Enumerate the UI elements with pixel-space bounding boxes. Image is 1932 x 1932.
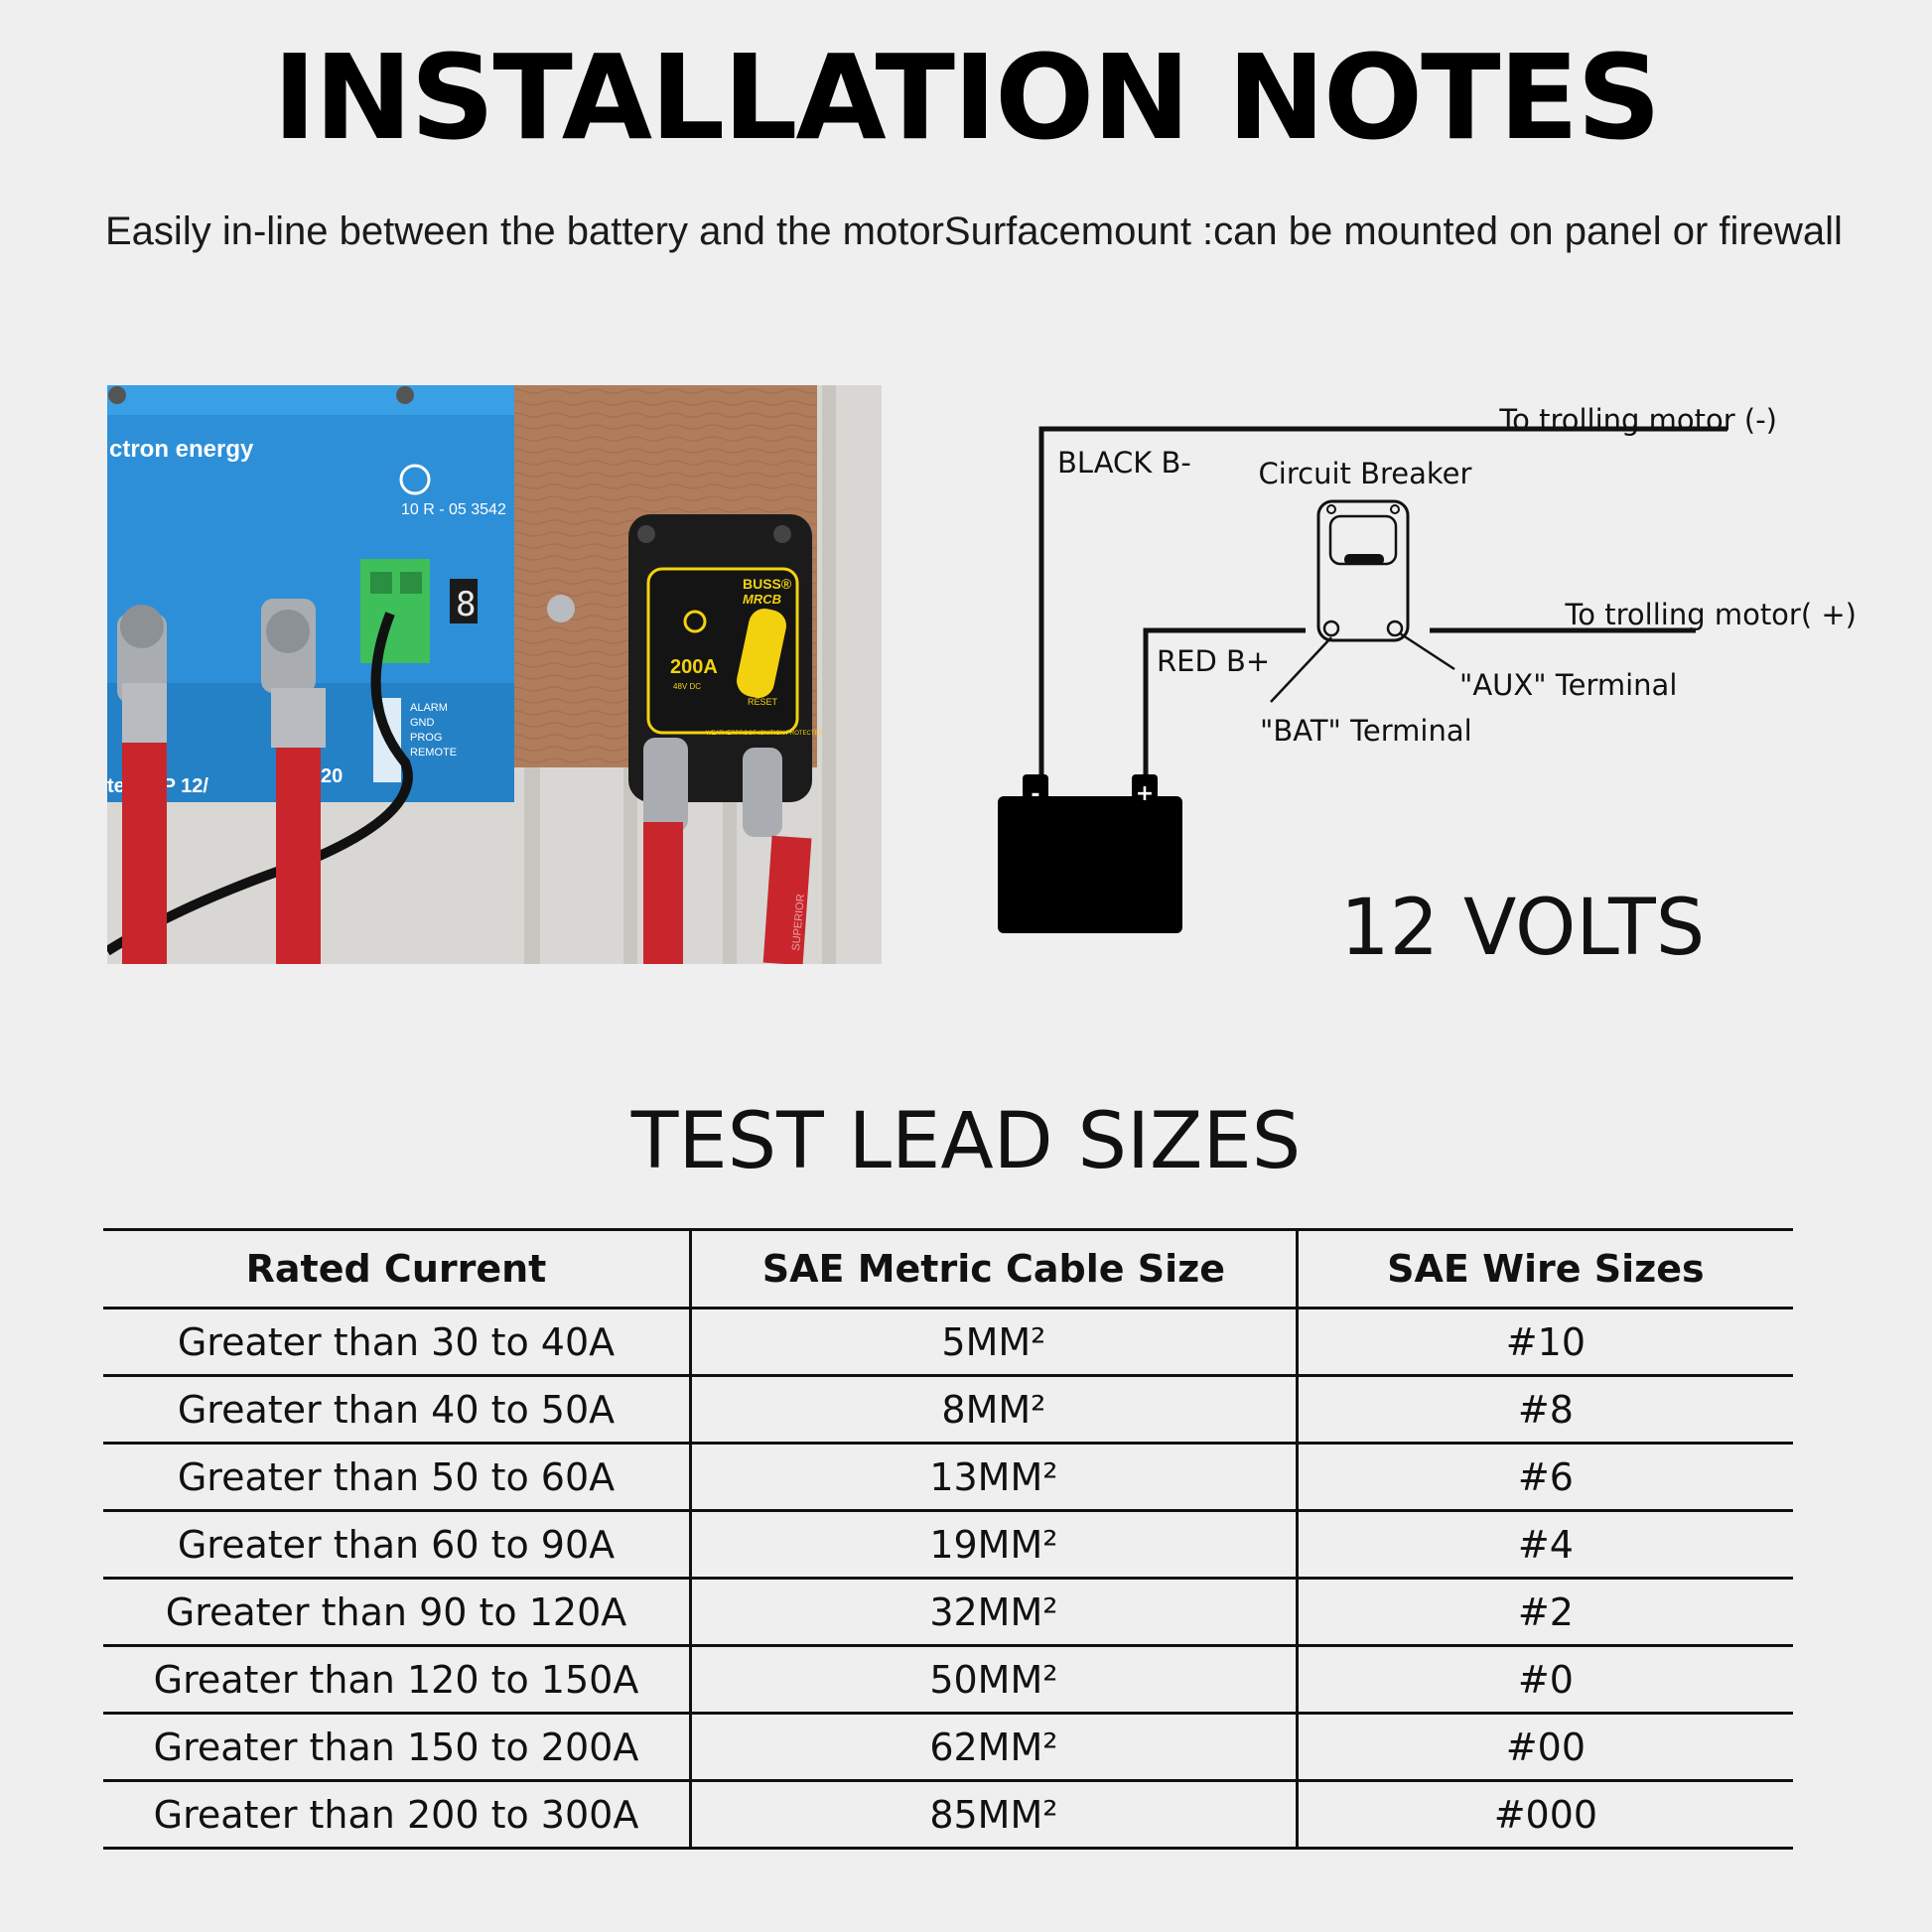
table-row: Greater than 120 to 150A 50MM² #0 <box>103 1644 1793 1715</box>
installation-photo: ctron energy 10 R - 05 3542 ALARM GND PR… <box>107 385 882 964</box>
table-row: Greater than 150 to 200A 62MM² #00 <box>103 1712 1793 1782</box>
header-metric-cable-size: SAE Metric Cable Size <box>689 1228 1298 1310</box>
breaker-note-text: WEATHERPROOF IGNITION PROTECTED <box>706 731 824 737</box>
cable-print-text: SUPERIOR <box>790 894 807 951</box>
e-mark-icon <box>399 464 431 495</box>
aux-terminal-label: "AUX" Terminal <box>1459 668 1677 702</box>
test-lead-sizes-table: Rated Current SAE Metric Cable Size SAE … <box>103 1228 1793 1850</box>
breaker-voltage: 48V DC <box>673 682 701 691</box>
breaker-reset-text: RESET <box>748 697 778 707</box>
rated-current-cell: Greater than 120 to 150A <box>103 1644 691 1715</box>
page-subtitle: Easily in-line between the battery and t… <box>105 209 1843 253</box>
wiring-diagram: To trolling motor (-) BLACK B- Circuit B… <box>998 403 1858 933</box>
rated-current-cell: Greater than 150 to 200A <box>103 1712 691 1782</box>
metric-cable-size-cell: 13MM² <box>689 1442 1298 1512</box>
metric-cable-size-cell: 32MM² <box>689 1577 1298 1647</box>
metric-cable-size-cell: 50MM² <box>689 1644 1298 1715</box>
wire-size-cell: #6 <box>1295 1442 1793 1512</box>
device-display-digit: 8 <box>456 585 476 624</box>
header-wire-sizes: SAE Wire Sizes <box>1295 1228 1793 1310</box>
wire-size-cell: #8 <box>1295 1374 1793 1445</box>
rated-current-cell: Greater than 40 to 50A <box>103 1374 691 1445</box>
metric-cable-size-cell: 85MM² <box>689 1779 1298 1850</box>
table-row: Greater than 50 to 60A 13MM² #6 <box>103 1442 1793 1512</box>
wire-size-cell: #00 <box>1295 1712 1793 1782</box>
battery-icon: - + <box>998 774 1182 933</box>
test-lead-sizes-title: TEST LEAD SIZES <box>630 1097 1302 1186</box>
rated-current-cell: Greater than 50 to 60A <box>103 1442 691 1512</box>
table-header-row: Rated Current SAE Metric Cable Size SAE … <box>103 1228 1793 1310</box>
rated-current-cell: Greater than 90 to 120A <box>103 1577 691 1647</box>
breaker-rating: 200A <box>670 656 718 678</box>
rated-current-cell: Greater than 30 to 40A <box>103 1307 691 1377</box>
black-wire <box>1038 426 1727 779</box>
red-wire-label: RED B+ <box>1157 644 1270 678</box>
rated-current-cell: Greater than 200 to 300A <box>103 1779 691 1850</box>
metric-cable-size-cell: 62MM² <box>689 1712 1298 1782</box>
voltage-label: 12 VOLTS <box>1340 884 1706 973</box>
device-brand-text: ctron energy <box>109 436 254 463</box>
circuit-breaker-label: Circuit Breaker <box>1259 457 1472 490</box>
to-motor-positive-label: To trolling motor( +) <box>1565 598 1858 631</box>
terminal-label-alarm: ALARM <box>410 702 448 714</box>
wire-size-cell: #10 <box>1295 1307 1793 1377</box>
circuit-breaker-icon <box>1316 499 1410 642</box>
table-row: Greater than 60 to 90A 19MM² #4 <box>103 1509 1793 1580</box>
to-motor-negative-label: To trolling motor (-) <box>1498 403 1777 437</box>
page-title: INSTALLATION NOTES <box>272 29 1662 166</box>
red-wire <box>1143 627 1306 779</box>
metric-cable-size-cell: 5MM² <box>689 1307 1298 1377</box>
wire-size-cell: #2 <box>1295 1577 1793 1647</box>
terminal-label-prog: PROG <box>410 732 442 744</box>
header-rated-current: Rated Current <box>103 1228 691 1310</box>
table-row: Greater than 90 to 120A 32MM² #2 <box>103 1577 1793 1647</box>
metric-cable-size-cell: 19MM² <box>689 1509 1298 1580</box>
table-row: Greater than 30 to 40A 5MM² #10 <box>103 1307 1793 1377</box>
device-cert-code: 10 R - 05 3542 <box>401 501 506 518</box>
wire-size-cell: #000 <box>1295 1779 1793 1850</box>
rated-current-cell: Greater than 60 to 90A <box>103 1509 691 1580</box>
wire-size-cell: #4 <box>1295 1509 1793 1580</box>
breaker-brand: BUSS® <box>743 576 792 592</box>
terminal-label-gnd: GND <box>410 717 435 729</box>
device-model-suffix: 20 <box>321 765 343 787</box>
wire-size-cell: #0 <box>1295 1644 1793 1715</box>
battery-positive-label: + <box>1136 781 1154 806</box>
terminal-label-remote: REMOTE <box>410 747 457 759</box>
table-row: Greater than 200 to 300A 85MM² #000 <box>103 1779 1793 1850</box>
battery-negative-label: - <box>1031 782 1039 807</box>
installation-photo-illustration: ctron energy 10 R - 05 3542 ALARM GND PR… <box>107 385 882 964</box>
table-row: Greater than 40 to 50A 8MM² #8 <box>103 1374 1793 1445</box>
breaker-model: MRCB <box>743 592 781 607</box>
black-wire-label: BLACK B- <box>1057 446 1191 480</box>
bat-terminal-label: "BAT" Terminal <box>1260 714 1472 748</box>
metric-cable-size-cell: 8MM² <box>689 1374 1298 1445</box>
